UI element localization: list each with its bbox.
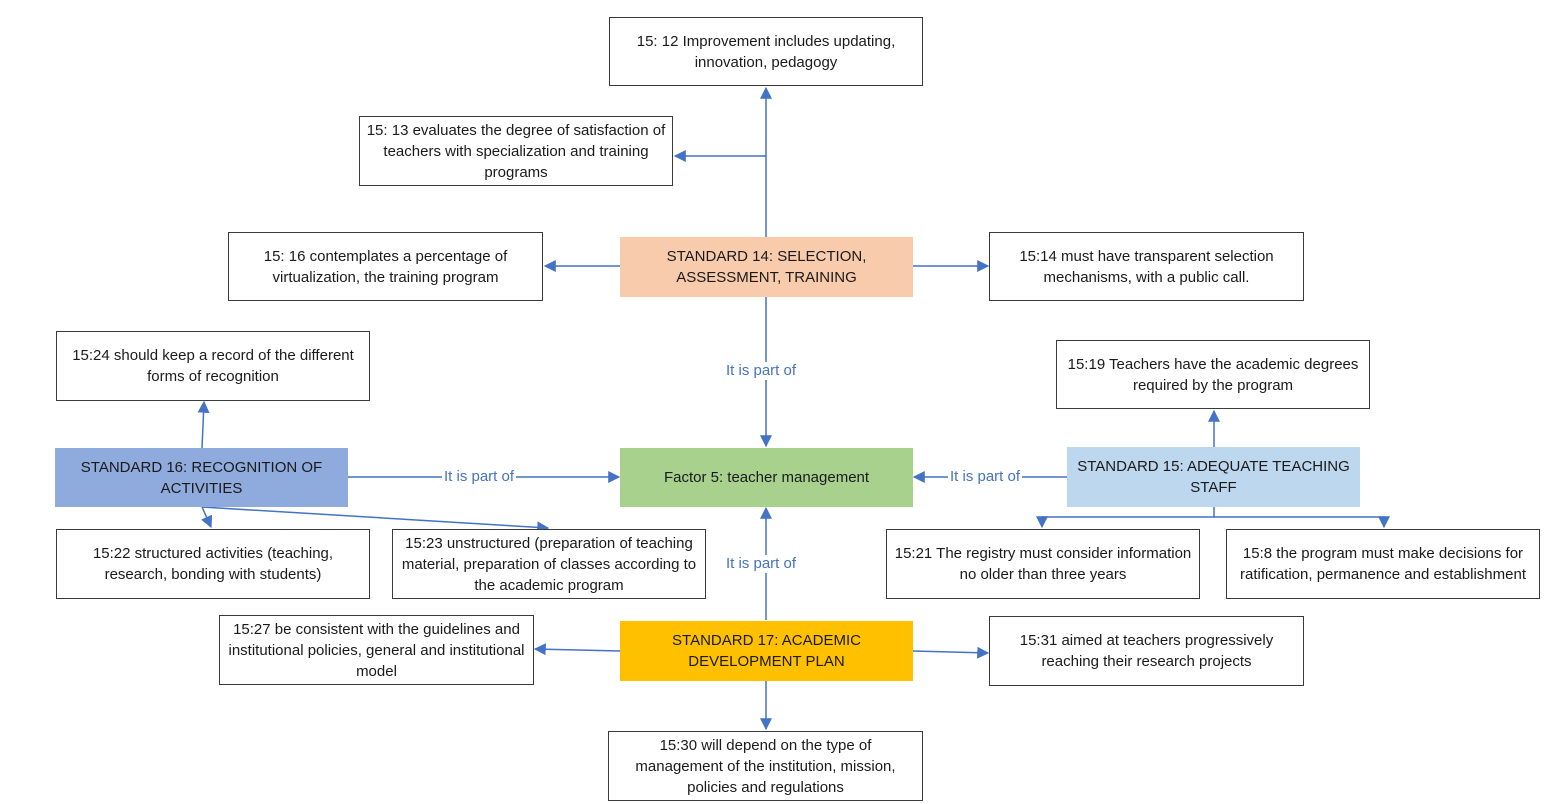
edge-std16-to-1522 [201, 506, 213, 529]
edge-label-std16: It is part of [442, 468, 517, 486]
factor-5-box: Factor 5: teacher management [620, 448, 913, 507]
note-15-30: 15:30 will depend on the type of managem… [608, 731, 923, 801]
note-15-31: 15:31 aimed at teachers progressively re… [989, 616, 1304, 686]
note-15-22: 15:22 structured activities (teaching, r… [56, 529, 370, 599]
note-15-27: 15:27 be consistent with the guidelines … [219, 615, 534, 685]
edge-std17-to-1531 [912, 646, 990, 659]
edge-std16-to-1524 [197, 400, 210, 449]
note-15-21: 15:21 The registry must consider informa… [886, 529, 1200, 599]
standard-16-box: STANDARD 16: RECOGNITION OF ACTIVITIES [55, 448, 348, 507]
edge-std15-split-right [1214, 516, 1390, 529]
note-15-23: 15:23 unstructured (preparation of teach… [392, 529, 706, 599]
edge-std15-split [1036, 507, 1215, 529]
edge-label-std17: It is part of [724, 555, 799, 573]
standard-14-box: STANDARD 14: SELECTION, ASSESSMENT, TRAI… [620, 237, 913, 297]
edge-std17-to-1527 [533, 643, 621, 656]
note-15-13: 15: 13 evaluates the degree of satisfact… [359, 116, 673, 186]
note-15-14: 15:14 must have transparent selection me… [989, 232, 1304, 301]
note-15-12: 15: 12 Improvement includes updating, in… [609, 17, 923, 86]
standard-15-box: STANDARD 15: ADEQUATE TEACHING STAFF [1067, 447, 1360, 507]
note-15-24: 15:24 should keep a record of the differ… [56, 331, 370, 401]
note-15-8: 15:8 the program must make decisions for… [1226, 529, 1540, 599]
edge-label-std14: It is part of [724, 362, 799, 380]
note-15-19: 15:19 Teachers have the academic degrees… [1056, 340, 1370, 409]
note-15-16: 15: 16 contemplates a percentage of virt… [228, 232, 543, 301]
edge-std16-to-1523 [201, 506, 550, 534]
standard-17-box: STANDARD 17: ACADEMIC DEVELOPMENT PLAN [620, 621, 913, 681]
edge-label-std15: It is part of [948, 468, 1023, 486]
